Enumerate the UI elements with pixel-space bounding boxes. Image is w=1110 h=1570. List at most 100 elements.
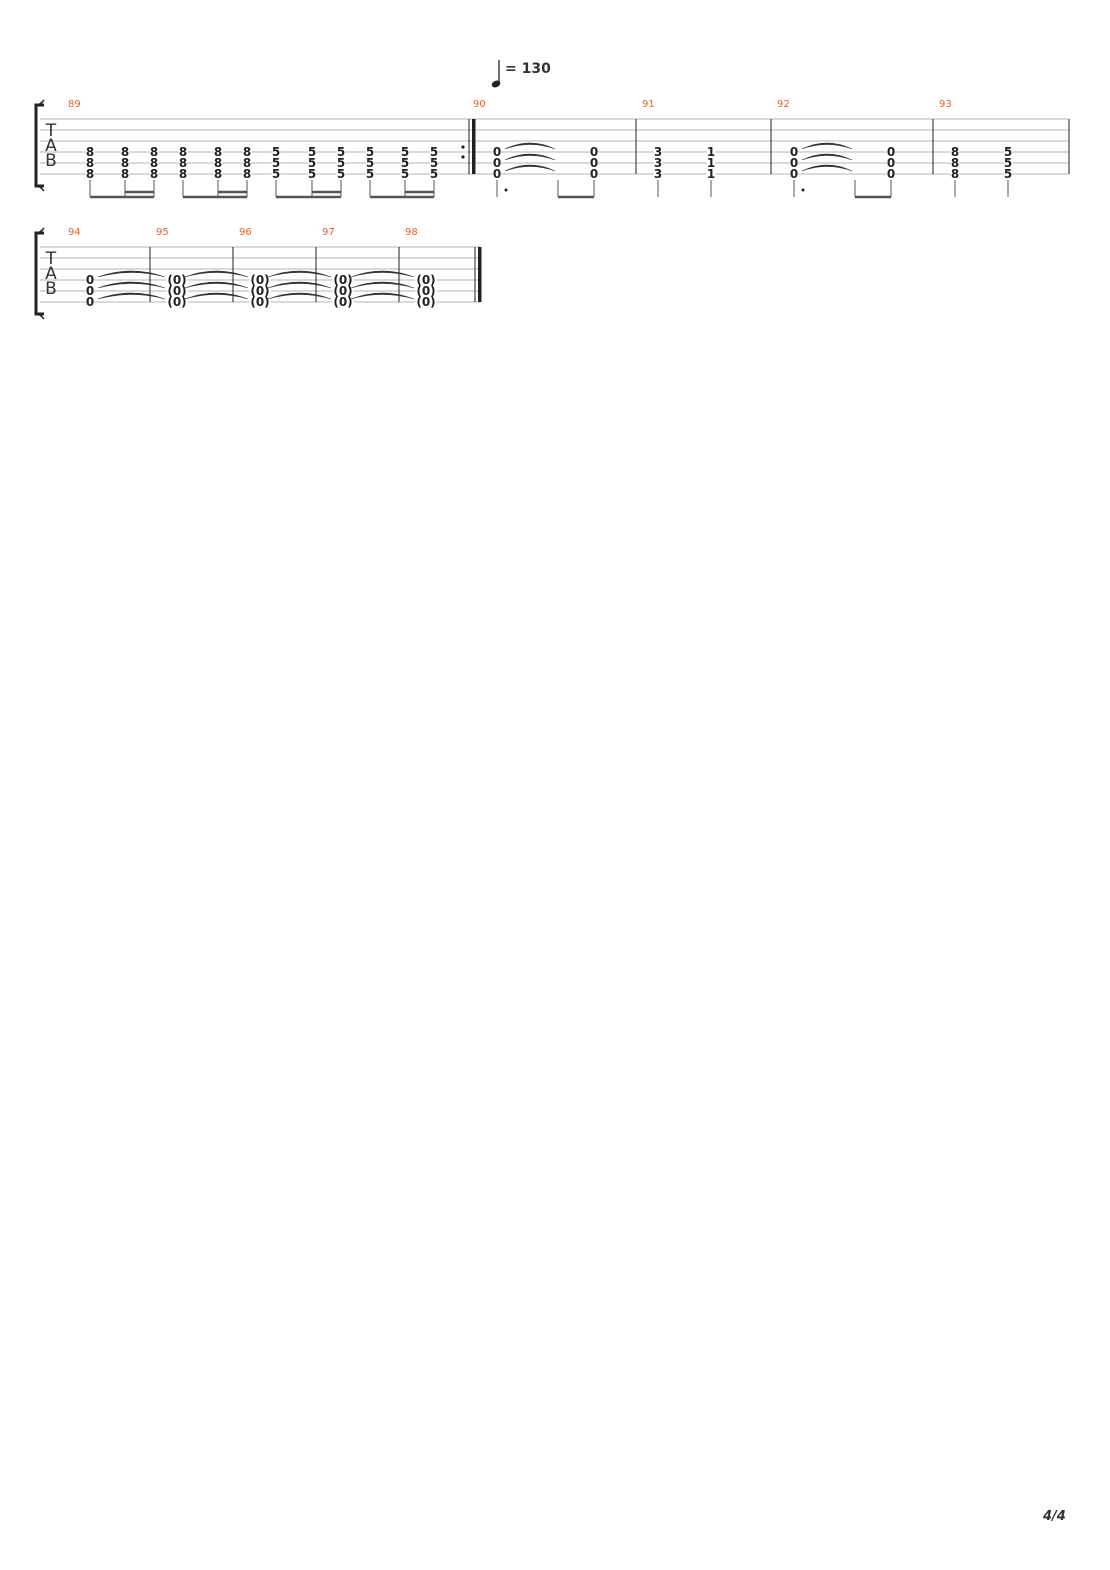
measure-number: 90 <box>473 99 486 110</box>
fret-number: 0 <box>493 156 501 170</box>
system-bracket <box>34 227 45 320</box>
measure-number: 92 <box>777 99 790 110</box>
fret-number: 5 <box>308 145 316 159</box>
fret-number: (0) <box>333 284 352 298</box>
fret-number: 0 <box>790 145 798 159</box>
fret-number: 8 <box>121 156 129 170</box>
beat: 888 <box>149 145 159 197</box>
fret-number: 8 <box>951 167 959 181</box>
fret-number: 0 <box>493 145 501 159</box>
beat: 000 <box>85 270 166 309</box>
measure-number: 91 <box>642 99 655 110</box>
tab-clef-letter: B <box>45 151 57 171</box>
rhythm-dot <box>504 188 508 192</box>
beat: 555 <box>336 145 346 197</box>
tie-arc <box>97 281 166 289</box>
measure-number: 97 <box>322 227 335 238</box>
fret-number: 5 <box>1004 145 1012 159</box>
measure-number: 93 <box>939 99 952 110</box>
fret-number: (0) <box>167 273 186 287</box>
beat: 000 <box>886 145 896 197</box>
beat: 111 <box>706 145 716 197</box>
beat: 888 <box>242 145 252 197</box>
fret-number: 8 <box>243 167 251 181</box>
measure: 96 (0)(0)(0) <box>239 227 332 309</box>
fret-number: 0 <box>86 295 94 309</box>
fret-number: 8 <box>150 145 158 159</box>
fret-number: 1 <box>707 156 715 170</box>
fret-number: 5 <box>337 145 345 159</box>
fret-number: (0) <box>416 295 435 309</box>
beat: 555 <box>365 145 375 197</box>
fret-number: 0 <box>590 167 598 181</box>
fret-number: 5 <box>1004 167 1012 181</box>
fret-number: 1 <box>707 145 715 159</box>
fret-number: 8 <box>150 167 158 181</box>
fret-number: 5 <box>401 167 409 181</box>
tie-arc <box>801 142 853 150</box>
fret-number: 8 <box>214 156 222 170</box>
fret-number: 0 <box>86 284 94 298</box>
tablature-score: TAB8988888888888888888855555555555555555… <box>34 99 1070 320</box>
fret-number: 8 <box>179 156 187 170</box>
tie-arc <box>184 281 249 289</box>
bar-line-thick <box>472 119 476 174</box>
tie-arc <box>184 292 249 300</box>
fret-number: 5 <box>366 145 374 159</box>
fret-number: 8 <box>86 156 94 170</box>
tab-clef-letter: A <box>45 264 57 284</box>
beat: (0)(0)(0) <box>166 270 249 309</box>
fret-number: 0 <box>887 167 895 181</box>
fret-number: 8 <box>86 145 94 159</box>
measure: 97(0)(0)(0) <box>322 227 415 309</box>
beat: 555 <box>429 145 439 197</box>
tie-arc <box>504 164 556 172</box>
tie-arc <box>350 292 415 300</box>
beat: 000 <box>789 142 853 197</box>
fret-number: 5 <box>401 145 409 159</box>
system-bracket <box>34 99 45 192</box>
fret-number: 8 <box>214 145 222 159</box>
fret-number: 8 <box>243 156 251 170</box>
fret-number: 5 <box>366 167 374 181</box>
fret-number: 8 <box>121 145 129 159</box>
beat: 555 <box>400 145 410 197</box>
fret-number: (0) <box>333 295 352 309</box>
fret-number: (0) <box>416 284 435 298</box>
tie-arc <box>350 281 415 289</box>
fret-number: 1 <box>707 167 715 181</box>
fret-number: 0 <box>790 167 798 181</box>
measure-number: 89 <box>68 99 81 110</box>
repeat-dot <box>461 145 465 149</box>
repeat-dot <box>461 155 465 159</box>
fret-number: 8 <box>243 145 251 159</box>
fret-number: 3 <box>654 167 662 181</box>
measure-number: 96 <box>239 227 252 238</box>
fret-number: 5 <box>337 156 345 170</box>
tie-arc <box>350 270 415 278</box>
fret-number: 5 <box>308 167 316 181</box>
tie-arc <box>267 292 332 300</box>
fret-number: 3 <box>654 156 662 170</box>
tab-system: TAB9400095(0)(0)(0)96(0)(0)(0)97(0)(0)(0… <box>40 227 482 309</box>
tie-arc <box>267 270 332 278</box>
tab-clef-letter: T <box>45 121 57 141</box>
measure: 94 000 <box>68 227 166 309</box>
fret-number: (0) <box>167 295 186 309</box>
fret-number: 5 <box>1004 156 1012 170</box>
fret-number: 0 <box>790 156 798 170</box>
beat: 000 <box>589 145 599 197</box>
measure-number: 94 <box>68 227 81 238</box>
tie-arc <box>97 292 166 300</box>
fret-number: 0 <box>590 156 598 170</box>
fret-number: 3 <box>654 145 662 159</box>
tie-arc <box>504 153 556 161</box>
bar-line-thick <box>478 247 482 302</box>
measure-number: 95 <box>156 227 169 238</box>
beat: (0)(0)(0) <box>249 270 332 309</box>
measure: 98(0)(0)(0) <box>405 227 482 309</box>
